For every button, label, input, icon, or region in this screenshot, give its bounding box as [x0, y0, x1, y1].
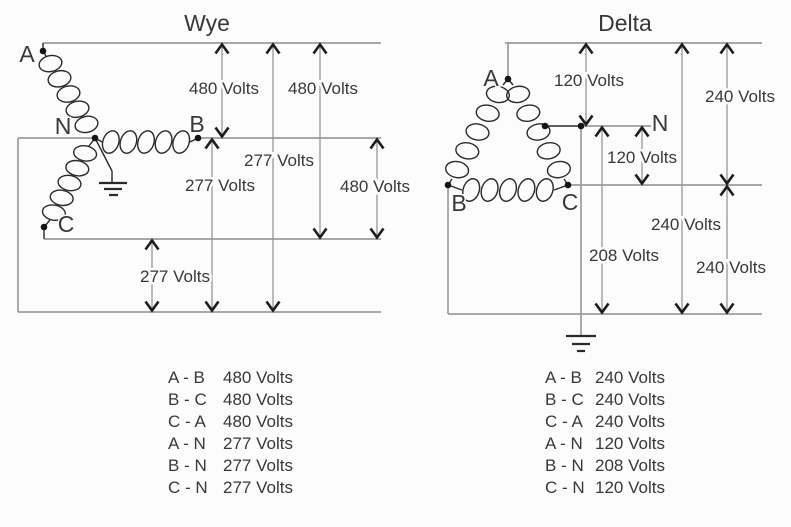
delta-neutral-junction: [577, 122, 585, 130]
wye-table-pair-4: B - N: [168, 456, 207, 475]
delta-table-volts-2: 240 Volts: [595, 412, 665, 431]
delta-node-c: [564, 181, 572, 189]
wye-node-c: [40, 223, 48, 231]
delta-node-label-c: C: [562, 189, 579, 215]
delta-dim-label-a-n: 120 Volts: [554, 71, 624, 90]
wye-table-volts-5: 277 Volts: [223, 478, 293, 497]
delta-dim-label-b-n: 208 Volts: [589, 246, 659, 265]
delta-winding-b-c: [462, 178, 554, 202]
wye-table-volts-1: 480 Volts: [223, 390, 293, 409]
wye-table-volts-0: 480 Volts: [223, 368, 293, 387]
wye-node-label-n: N: [55, 113, 72, 139]
delta-dim-arrow-c-b: [719, 184, 735, 315]
delta-voltage-table: A - B 240 Volts B - C 240 Volts C - A 24…: [545, 368, 665, 497]
delta-title: Delta: [598, 10, 652, 36]
wye-title: Wye: [184, 10, 230, 36]
wye-dim-label-a-b: 480 Volts: [189, 79, 259, 98]
delta-node-a: [504, 75, 512, 83]
wye-voltage-table: A - B 480 Volts B - C 480 Volts C - A 48…: [168, 368, 293, 497]
wye-dim-arrow-b-c: [369, 137, 385, 240]
delta-diagram: Delta A B C N 120 Volts 120 Volts 208 Vo…: [444, 10, 777, 353]
delta-dim-arrow-a-b: [674, 42, 690, 315]
wye-table-pair-2: C - A: [168, 412, 206, 431]
delta-dim-arrow-a-c: [719, 42, 735, 186]
delta-node-label-n: N: [652, 110, 669, 136]
delta-dim-arrow-a-n: [578, 42, 594, 127]
delta-node-label-b: B: [451, 190, 466, 216]
delta-table-volts-0: 240 Volts: [595, 368, 665, 387]
wye-dim-arrow-a-n: [265, 42, 281, 313]
wye-diagram: Wye A N B C 480 Volts 480 Volts 277 Volt…: [17, 10, 412, 313]
wye-dim-label-a-c: 480 Volts: [288, 79, 358, 98]
delta-table-volts-3: 120 Volts: [595, 434, 665, 453]
wye-dim-label-a-n: 277 Volts: [244, 151, 314, 170]
delta-node-b: [444, 181, 452, 189]
wye-table-volts-2: 480 Volts: [223, 412, 293, 431]
delta-dim-arrow-b-n: [594, 125, 610, 315]
wye-node-b: [194, 134, 202, 142]
delta-table-pair-4: B - N: [545, 456, 584, 475]
ground-icon: [566, 334, 596, 353]
delta-dim-label-a-c: 240 Volts: [705, 87, 775, 106]
wye-winding-n-c: [41, 145, 98, 221]
delta-winding-a-c: [505, 85, 572, 179]
delta-dim-label-n-c: 120 Volts: [607, 148, 677, 167]
wye-dim-label-b-c: 480 Volts: [340, 177, 410, 196]
wye-winding-a-n: [38, 54, 99, 134]
delta-dim-arrow-n-c: [634, 125, 650, 186]
delta-table-pair-3: A - N: [545, 434, 583, 453]
wye-table-pair-5: C - N: [168, 478, 208, 497]
wye-node-label-c: C: [58, 211, 75, 237]
delta-table-pair-0: A - B: [545, 368, 582, 387]
delta-dim-label-c-b: 240 Volts: [696, 258, 766, 277]
delta-table-volts-4: 208 Volts: [595, 456, 665, 475]
delta-table-pair-1: B - C: [545, 390, 584, 409]
delta-winding-a-b: [444, 85, 511, 179]
delta-table-pair-2: C - A: [545, 412, 583, 431]
wye-table-pair-1: B - C: [168, 390, 207, 409]
wye-node-a: [39, 47, 47, 55]
delta-dim-label-a-b: 240 Volts: [651, 215, 721, 234]
delta-table-volts-1: 240 Volts: [595, 390, 665, 409]
delta-table-volts-5: 120 Volts: [595, 478, 665, 497]
wye-table-pair-0: A - B: [168, 368, 205, 387]
ground-icon: [94, 137, 127, 197]
delta-center-tap: [541, 122, 549, 130]
delta-table-pair-5: C - N: [545, 478, 585, 497]
wye-table-volts-4: 277 Volts: [223, 456, 293, 475]
wye-node-label-a: A: [19, 41, 35, 67]
wye-dim-label-c-n: 277 Volts: [140, 267, 210, 286]
wye-dim-arrow-b-n: [204, 137, 220, 313]
wye-node-label-b: B: [189, 111, 204, 137]
wye-dim-arrow-a-b: [214, 42, 230, 139]
delta-node-label-a: A: [483, 65, 499, 91]
wye-dim-label-b-n: 277 Volts: [185, 176, 255, 195]
wye-table-volts-3: 277 Volts: [223, 434, 293, 453]
wye-dim-arrow-c-n: [144, 238, 160, 313]
wye-node-n: [91, 134, 99, 142]
wye-dim-arrow-a-c: [312, 42, 328, 240]
wye-table-pair-3: A - N: [168, 434, 206, 453]
wye-winding-n-b: [101, 130, 191, 154]
